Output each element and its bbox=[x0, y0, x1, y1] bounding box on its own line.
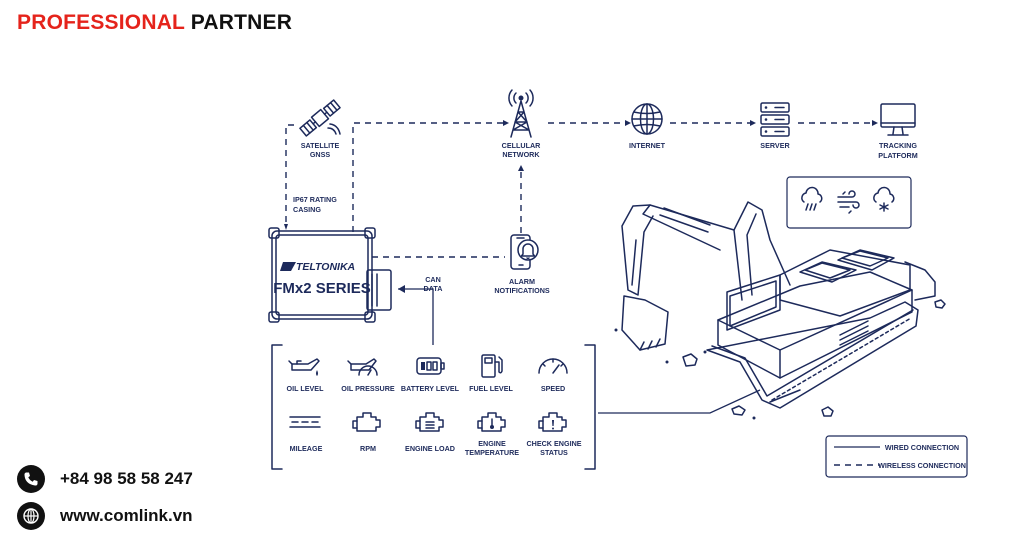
device-to-cellular-link bbox=[352, 122, 503, 232]
phone-number[interactable]: +84 98 58 58 247 bbox=[60, 469, 193, 488]
alarm-phone-icon bbox=[510, 234, 539, 270]
satellite-to-device-link bbox=[285, 124, 294, 225]
can-label-1: CAN bbox=[425, 275, 441, 284]
rain-cloud-icon bbox=[801, 186, 823, 211]
sensor-label: MILEAGE bbox=[290, 444, 323, 453]
website-link[interactable]: www.comlink.vn bbox=[60, 506, 193, 525]
excavator-illustration bbox=[614, 201, 946, 420]
panel-to-machine-link bbox=[598, 389, 761, 414]
legend-wireless-label: WIRELESS CONNECTION bbox=[878, 461, 966, 470]
legend-box bbox=[825, 435, 968, 478]
sensor-label: ENGINE bbox=[478, 439, 506, 448]
weather-panel bbox=[786, 176, 912, 229]
battery-icon bbox=[416, 357, 445, 375]
internet-label: INTERNET bbox=[629, 141, 666, 150]
device-brand: TELTONIKA bbox=[296, 261, 355, 273]
page-title: PROFESSIONAL PARTNER bbox=[17, 11, 292, 35]
sensor-label: OIL LEVEL bbox=[286, 384, 324, 393]
sensor-label: BATTERY LEVEL bbox=[401, 384, 460, 393]
sensor-label: TEMPERATURE bbox=[465, 448, 519, 457]
sensor-label: STATUS bbox=[540, 448, 568, 457]
cellular-label-1: CELLULAR bbox=[502, 141, 542, 150]
monitor-icon bbox=[880, 103, 916, 136]
snow-cloud-icon bbox=[873, 186, 895, 212]
ip67-label-1: IP67 RATING bbox=[293, 195, 337, 204]
oil-can-icon bbox=[288, 358, 320, 376]
phone-icon bbox=[17, 465, 45, 493]
tracking-label-2: PLATFORM bbox=[878, 151, 917, 160]
can-arrow bbox=[398, 285, 405, 293]
sensor-label: RPM bbox=[360, 444, 376, 453]
can-label-2: DATA bbox=[424, 284, 443, 293]
satellite-icon bbox=[299, 99, 341, 137]
sensor-label: SPEED bbox=[541, 384, 565, 393]
sensor-label: CHECK ENGINE bbox=[526, 439, 581, 448]
sensor-labels: OIL LEVEL OIL PRESSURE BATTERY LEVEL FUE… bbox=[286, 384, 581, 457]
ip67-label-2: CASING bbox=[293, 205, 321, 214]
engine-temperature-icon bbox=[477, 412, 506, 432]
road-icon bbox=[289, 416, 321, 428]
cellular-label-2: NETWORK bbox=[502, 150, 540, 159]
satellite-label-2: GNSS bbox=[310, 150, 331, 159]
title-accent: PROFESSIONAL bbox=[17, 11, 185, 34]
wind-icon bbox=[837, 190, 860, 214]
contact-phone: +84 98 58 58 247 bbox=[17, 465, 193, 493]
teltonika-logo-icon bbox=[280, 262, 296, 271]
sensor-label: OIL PRESSURE bbox=[341, 384, 395, 393]
tracking-label-1: TRACKING bbox=[879, 141, 917, 150]
check-engine-icon bbox=[538, 412, 567, 432]
legend: WIRED CONNECTION WIRELESS CONNECTION bbox=[825, 435, 968, 478]
sensor-label: ENGINE LOAD bbox=[405, 444, 455, 453]
alarm-label-1: ALARM bbox=[509, 277, 535, 286]
engine-load-icon bbox=[415, 412, 444, 432]
server-icon bbox=[760, 102, 790, 137]
globe-icon bbox=[631, 103, 663, 135]
globe-icon bbox=[17, 502, 45, 530]
connection-lines bbox=[285, 122, 872, 414]
device-model: FMx2 SERIES bbox=[273, 280, 371, 297]
alarm-label-2: NOTIFICATIONS bbox=[494, 286, 550, 295]
cell-tower-icon bbox=[508, 89, 534, 138]
fmx2-device: TELTONIKA FMx2 SERIES bbox=[268, 227, 392, 323]
oil-pressure-icon bbox=[347, 358, 378, 376]
legend-wired-label: WIRED CONNECTION bbox=[885, 443, 959, 452]
contact-website: www.comlink.vn bbox=[17, 502, 193, 530]
title-rest: PARTNER bbox=[190, 11, 293, 34]
sensor-label: FUEL LEVEL bbox=[469, 384, 513, 393]
sensor-panel bbox=[271, 344, 596, 470]
server-label: SERVER bbox=[760, 141, 790, 150]
engine-icon bbox=[352, 412, 381, 432]
speedometer-icon bbox=[538, 358, 568, 374]
satellite-label-1: SATELLITE bbox=[301, 141, 340, 150]
fuel-pump-icon bbox=[481, 354, 503, 378]
arrowheads bbox=[284, 120, 878, 230]
can-data-link bbox=[398, 288, 434, 345]
